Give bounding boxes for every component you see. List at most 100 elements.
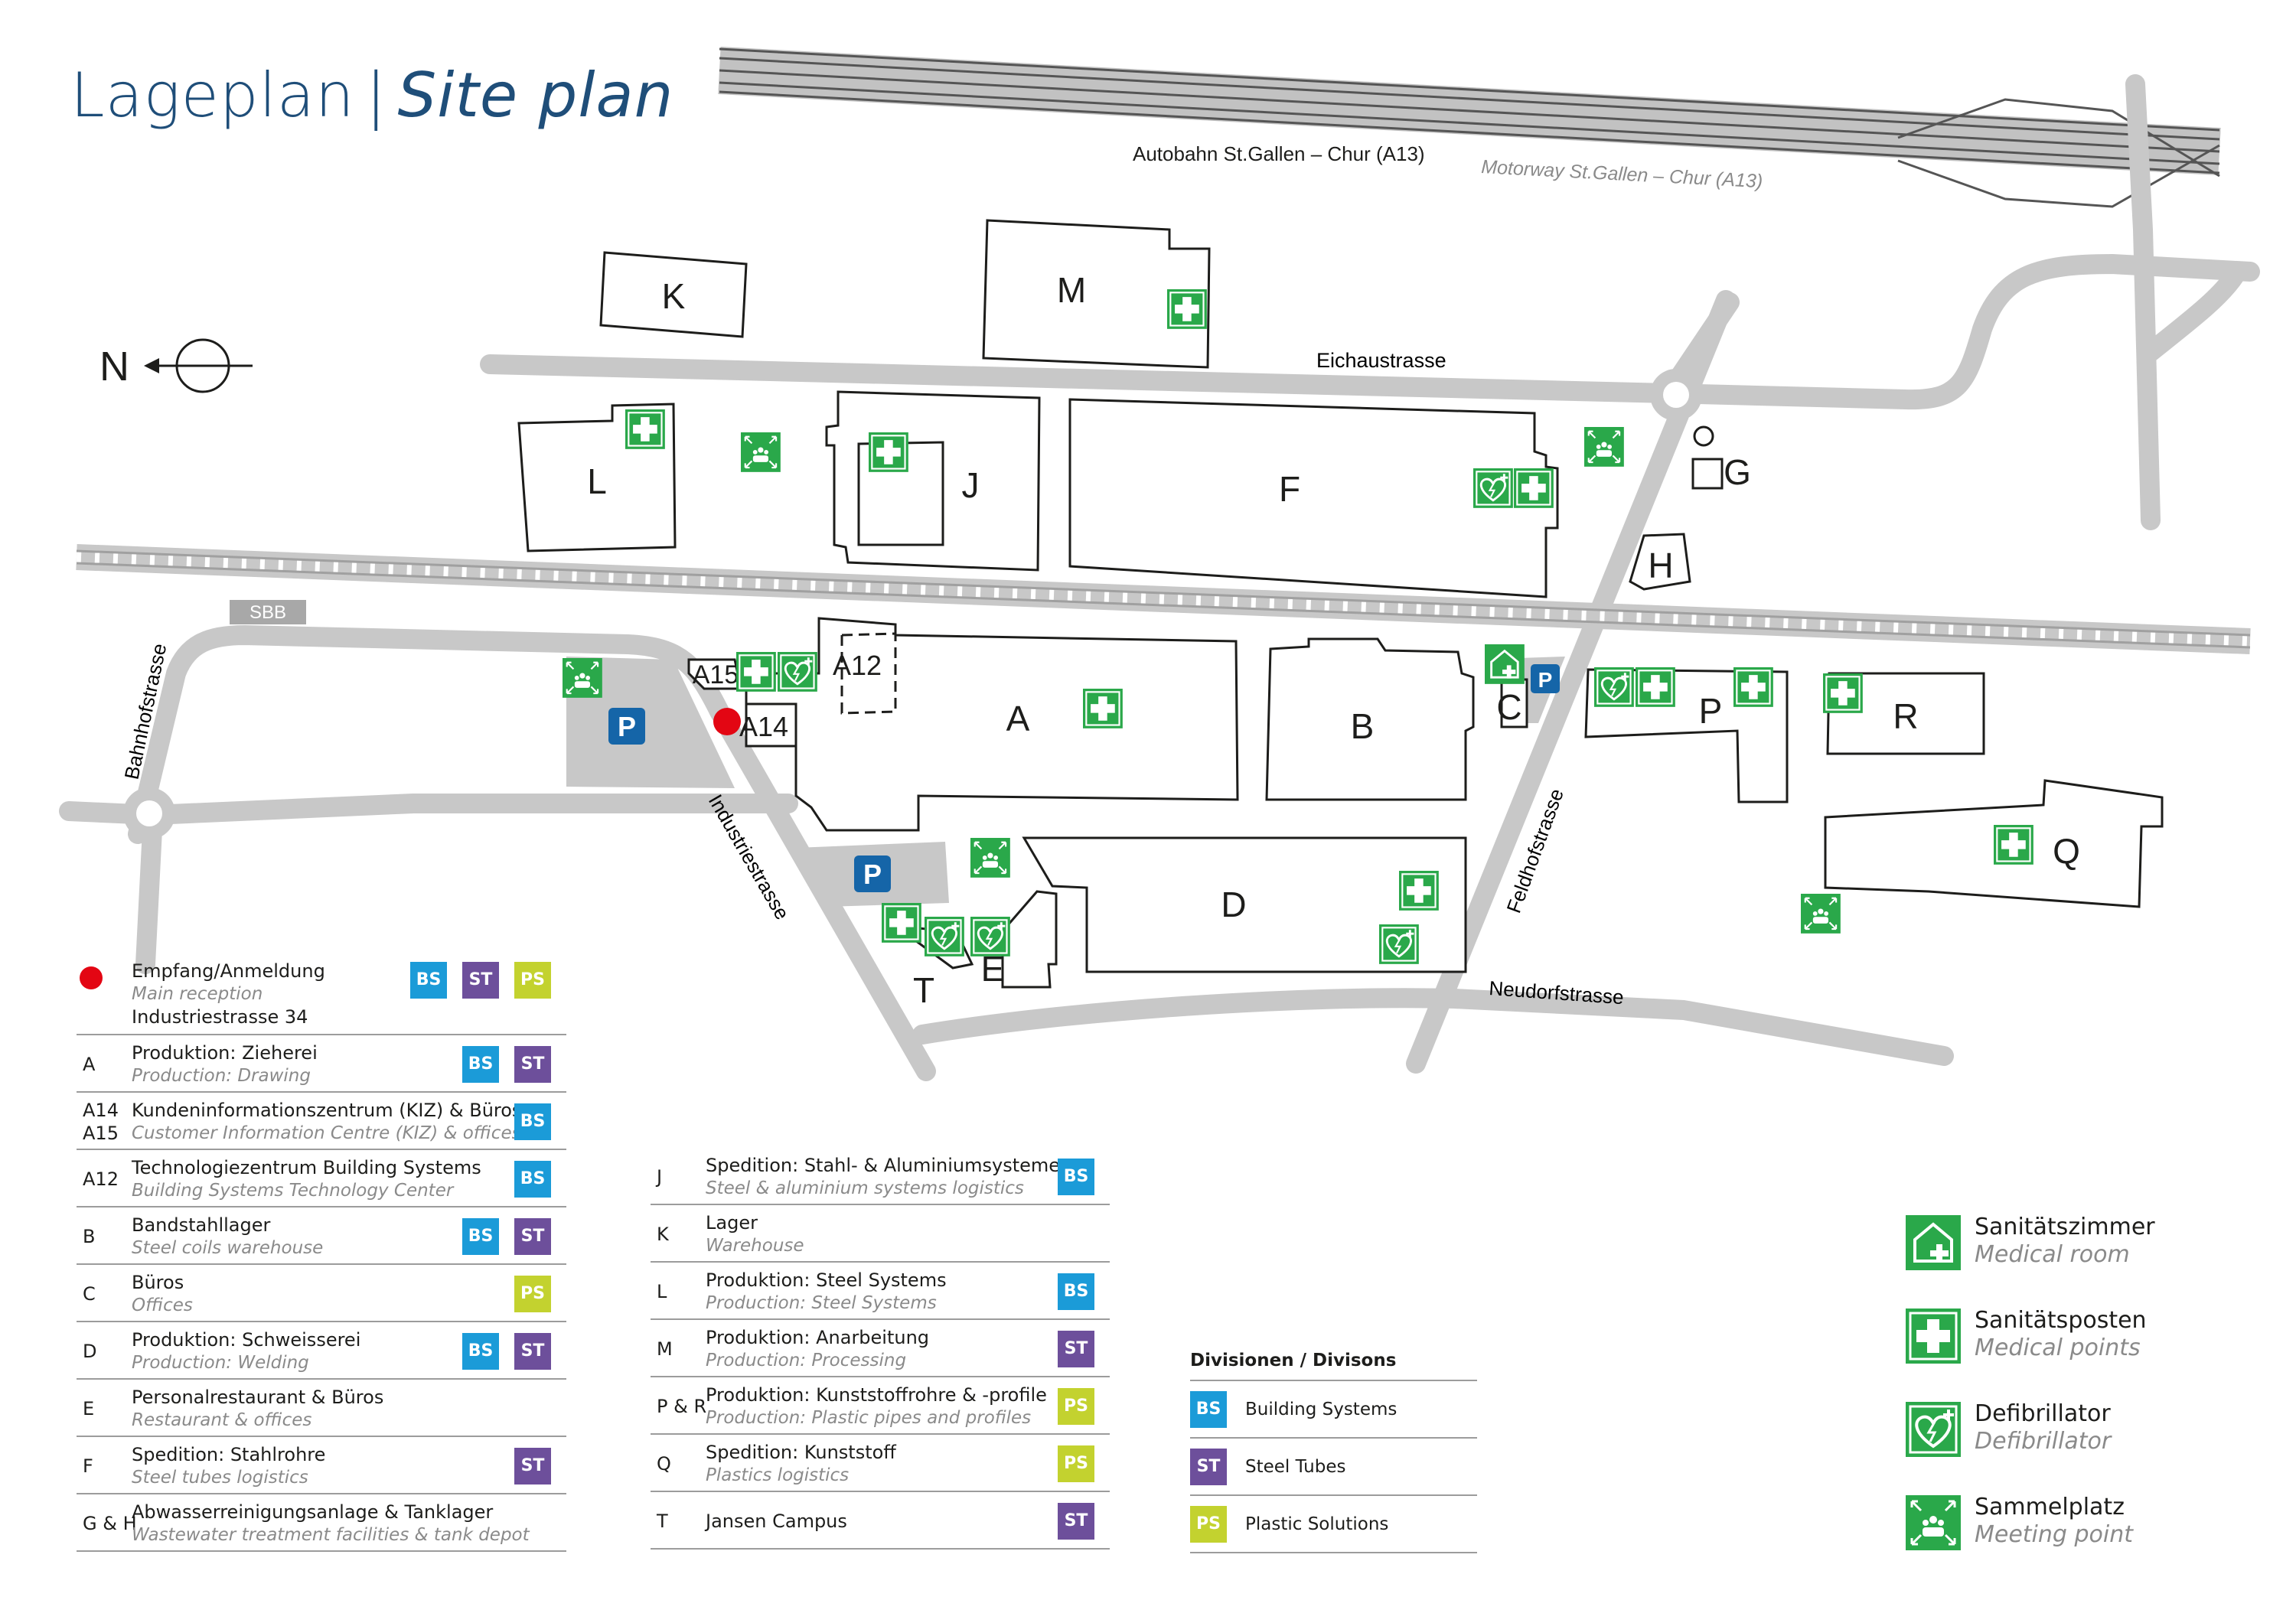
legend-text-de: Spedition: Stahlrohre xyxy=(132,1443,326,1465)
legend-text-en: Steel & aluminium systems logistics xyxy=(706,1178,1024,1198)
legend-code: A xyxy=(83,1053,96,1075)
legend-text-de: Abwasserreinigungsanlage & Tanklager xyxy=(132,1501,494,1523)
parking-icon: P xyxy=(608,708,645,745)
label-t: T xyxy=(913,970,934,1010)
label-a: A xyxy=(1006,699,1030,738)
symbol-label-en: Medical room xyxy=(1975,1241,2130,1268)
legend-text: Jansen Campus xyxy=(706,1510,847,1533)
divisions-divider xyxy=(1190,1380,1477,1381)
symbol-label-en: Medical points xyxy=(1975,1335,2141,1361)
symbol-label-en: Meeting point xyxy=(1975,1521,2133,1548)
division-badge-st: ST xyxy=(514,1332,551,1370)
legend-text-en: Main reception xyxy=(132,984,263,1004)
divisions-title: Divisionen / Divisons xyxy=(1190,1351,1397,1370)
legend-text-en: Warehouse xyxy=(706,1235,804,1256)
building-j-inner xyxy=(857,441,944,546)
meeting-point-icon xyxy=(1906,1495,1961,1550)
legend-code: M xyxy=(657,1338,673,1360)
legend-code: F xyxy=(83,1455,93,1477)
label-eichaustrasse: Eichaustrasse xyxy=(1316,349,1446,372)
first-aid-icon xyxy=(1166,288,1208,330)
railway: SBB xyxy=(76,544,2251,654)
label-a15: A15 xyxy=(693,660,739,689)
symbol-label-de: Sanitätszimmer xyxy=(1975,1214,2155,1240)
label-a14: A14 xyxy=(739,711,788,742)
building-b xyxy=(1265,637,1475,801)
building-d xyxy=(1022,836,1467,973)
division-badge-bs: BS xyxy=(1058,1273,1094,1310)
division-badge-bs: BS xyxy=(462,1217,499,1255)
legend-text-de: Empfang/Anmeldung xyxy=(132,960,325,982)
division-badge-st: ST xyxy=(1190,1449,1227,1485)
sbb-badge xyxy=(230,600,306,624)
label-f: F xyxy=(1279,469,1300,509)
division-badge-st: ST xyxy=(514,1217,551,1255)
division-badge-ps: PS xyxy=(1190,1506,1227,1543)
legend-code: T xyxy=(657,1510,668,1532)
symbol-label-de: Defibrillator xyxy=(1975,1400,2111,1427)
meeting-point-icon xyxy=(561,657,603,699)
division-row: PS Plastic Solutions xyxy=(1190,1496,1477,1553)
first-aid-icon xyxy=(1397,869,1440,911)
first-aid-icon xyxy=(880,901,922,943)
first-aid-icon xyxy=(624,408,666,450)
label-g: G xyxy=(1724,452,1751,492)
legend-text-en: Offices xyxy=(132,1295,193,1315)
legend-text-de: Technologiezentrum Building Systems xyxy=(132,1156,481,1178)
parking-signs: P P P xyxy=(608,664,1560,892)
building-g xyxy=(1691,458,1724,490)
defibrillator-icon xyxy=(1472,467,1515,510)
division-badge-bs: BS xyxy=(462,1045,499,1083)
defibrillator-icon xyxy=(1906,1402,1961,1457)
defibrillator-icon xyxy=(969,915,1012,958)
legend-text-de: Produktion: Anarbeitung xyxy=(706,1326,930,1348)
legend-text-extra: Industriestrasse 34 xyxy=(132,1006,308,1028)
building-a14 xyxy=(745,702,797,748)
label-autobahn-de: Autobahn St.Gallen – Chur (A13) xyxy=(1133,142,1425,165)
roundabout-west xyxy=(123,787,175,839)
first-aid-icon xyxy=(867,431,909,473)
legend-code: Q xyxy=(657,1452,671,1475)
title-en: Site plan xyxy=(397,60,674,131)
label-p: P xyxy=(1699,691,1723,731)
motorway: Autobahn St.Gallen – Chur (A13) Motorway… xyxy=(718,47,2221,208)
division-name: Plastic Solutions xyxy=(1245,1514,1389,1534)
legend-text-de: Spedition: Stahl- & Aluminiumsysteme xyxy=(706,1154,1061,1176)
building-labels: K M L J F G H A A12 A14 A15 B C P R Q D … xyxy=(587,270,2080,1010)
label-q: Q xyxy=(2053,831,2080,871)
legend-code: L xyxy=(657,1280,667,1302)
legend-code: A14 A15 xyxy=(83,1099,119,1144)
parking-icon: P xyxy=(1531,664,1560,693)
legend-code: B xyxy=(83,1225,96,1247)
label-l: L xyxy=(587,461,607,501)
title-de: Lageplan xyxy=(70,60,355,131)
label-b: B xyxy=(1351,706,1375,746)
meeting-point-icon xyxy=(1799,892,1841,934)
legend-row: A14 A15 Kundeninformationszentrum (KIZ) &… xyxy=(77,1093,566,1150)
building-q xyxy=(1824,779,2164,908)
division-badge-bs: BS xyxy=(1190,1391,1227,1428)
building-a xyxy=(745,617,1239,832)
legend-text-de: Jansen Campus xyxy=(706,1510,847,1532)
